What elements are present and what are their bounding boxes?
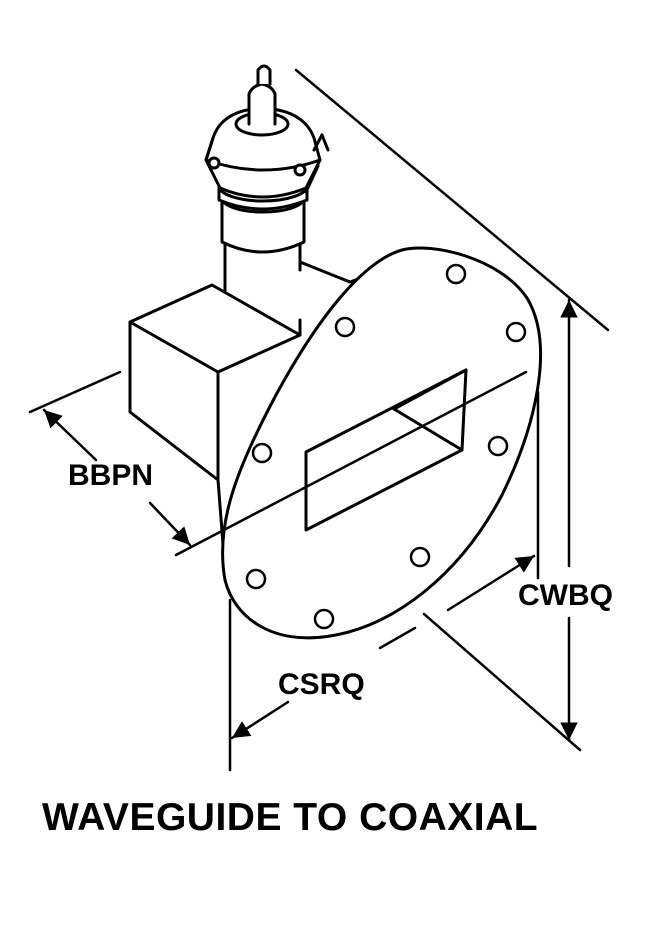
diagram-caption: WAVEGUIDE TO COAXIAL <box>42 796 539 839</box>
dimension-label-cwbq: CWBQ <box>518 579 613 612</box>
coaxial-connector <box>204 64 330 254</box>
dimension-label-csrq: CSRQ <box>278 668 365 701</box>
dimension-label-bbpn: BBPN <box>68 459 153 492</box>
dimension-lines <box>28 68 610 772</box>
flange-bolt-holes <box>245 263 527 630</box>
waveguide-opening <box>304 368 468 532</box>
